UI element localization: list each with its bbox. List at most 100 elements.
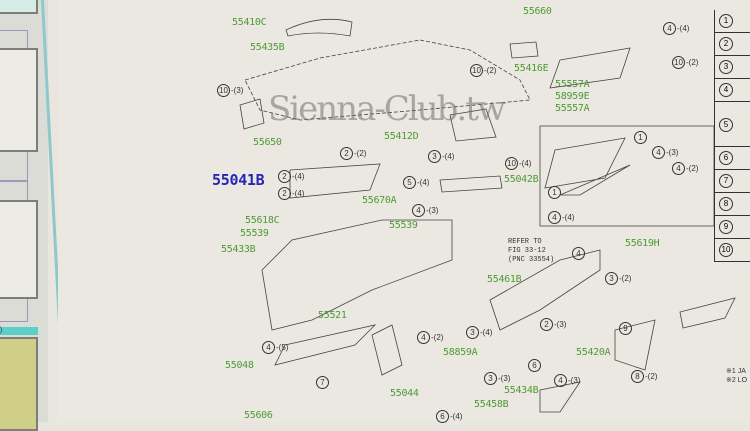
ref-number: 5 <box>719 118 733 132</box>
refer-line: FIG 33-12 <box>508 247 546 255</box>
callout-number: 3 <box>428 150 441 163</box>
callout-qty: -(3) <box>666 148 679 157</box>
callout: 4-(4) <box>548 211 574 224</box>
ref-number: 4 <box>719 83 733 97</box>
callout-qty: -(3) <box>554 320 567 329</box>
dashboard-outline <box>244 39 531 121</box>
thumbnail-4-header: 2) <box>0 327 38 335</box>
callout: 5-(4) <box>403 176 429 189</box>
part-label[interactable]: 55042B <box>504 174 539 185</box>
callout-number: 4 <box>572 247 585 260</box>
thumbnail-sidebar: 2) <box>0 0 48 431</box>
callout: 2-(4) <box>278 170 304 183</box>
callout-number: 3 <box>605 272 618 285</box>
callout-qty: -(3) <box>498 374 511 383</box>
part-label[interactable]: 58859A <box>443 347 478 358</box>
diagram-drawing <box>239 18 736 413</box>
part-label[interactable]: 55433B <box>221 244 256 255</box>
part-label[interactable]: 55412D <box>384 131 419 142</box>
callout: 3-(4) <box>466 326 492 339</box>
thumbnail-1[interactable] <box>0 0 38 14</box>
callout-number: 2 <box>540 318 553 331</box>
part-label[interactable]: 55434B <box>504 385 539 396</box>
callout-qty: -(4) <box>442 152 455 161</box>
part-label[interactable]: 55539 <box>240 228 269 239</box>
ref-row: 3 <box>715 56 750 79</box>
callout: 4-(3) <box>412 204 438 217</box>
thumbnail-3[interactable] <box>0 200 38 299</box>
part-label[interactable]: 55416E <box>514 63 549 74</box>
refer-line: (PNC 33554) <box>508 256 555 264</box>
ref-number: 8 <box>719 197 733 211</box>
part-label[interactable]: 55660 <box>523 6 552 17</box>
ref-row: 8 <box>715 193 750 216</box>
part-label[interactable]: 55461B <box>487 274 522 285</box>
parts-diagram <box>58 0 750 422</box>
callout: 9 <box>619 322 633 335</box>
callout-number: 5 <box>403 176 416 189</box>
watermark: Sienna-Club.tw <box>268 89 506 129</box>
part-label[interactable]: 55670A <box>362 195 397 206</box>
callout: 3-(4) <box>428 150 454 163</box>
panel-55044 <box>371 324 403 376</box>
callout-qty: -(4) <box>417 178 430 187</box>
callout-number: 4 <box>417 331 430 344</box>
footnotes: ※1 JA ※2 LO <box>726 367 747 385</box>
right-upper-trim <box>549 47 631 89</box>
callout-number: 1 <box>634 131 647 144</box>
callout: 10-(3) <box>217 84 243 97</box>
ref-row: 1 <box>715 10 750 33</box>
callout: 6-(4) <box>436 410 462 423</box>
console-right <box>489 249 601 331</box>
callout-number: 7 <box>316 376 329 389</box>
thumbnail-4[interactable] <box>0 337 38 431</box>
part-label[interactable]: 55048 <box>225 360 254 371</box>
vent-center <box>439 175 503 193</box>
part-label[interactable]: 55420A <box>576 347 611 358</box>
part-label[interactable]: 55557A <box>555 103 590 114</box>
callout-number: 6 <box>528 359 541 372</box>
ref-number: 7 <box>719 174 733 188</box>
callout-qty: -(4) <box>292 189 305 198</box>
instrument-cluster-shape <box>285 18 353 37</box>
part-label[interactable]: 55458B <box>474 399 509 410</box>
part-label[interactable]: 55521 <box>318 310 347 321</box>
lower-trim-right <box>544 137 631 196</box>
callout-number: 9 <box>619 322 632 335</box>
callout-qty: -(2) <box>354 149 367 158</box>
callout: 10-(2) <box>672 56 698 69</box>
thumbnail-2[interactable] <box>0 48 38 152</box>
part-label[interactable]: 55618C <box>245 215 280 226</box>
ref-row: 5 <box>715 102 750 147</box>
part-label[interactable]: 55619H <box>625 238 660 249</box>
callout: 1 <box>634 131 648 144</box>
callout: 4-(3) <box>554 374 580 387</box>
center-frame <box>261 219 453 331</box>
ref-row: 10 <box>715 239 750 262</box>
callout-qty: -(2) <box>431 333 444 342</box>
callout: 10-(2) <box>470 64 496 77</box>
part-label[interactable]: 55650 <box>253 137 282 148</box>
part-label[interactable]: 55539 <box>389 220 418 231</box>
callout-number: 1 <box>548 186 561 199</box>
part-label[interactable]: 55557A <box>555 79 590 90</box>
callout-number: 4 <box>412 204 425 217</box>
callout-number: 10 <box>505 157 518 170</box>
callout: 8-(2) <box>631 370 657 383</box>
callout-qty: -(4) <box>562 213 575 222</box>
vent-right <box>509 41 539 59</box>
part-label[interactable]: 55044 <box>390 388 419 399</box>
callout: 4-(3) <box>652 146 678 159</box>
part-label[interactable]: 55435B <box>250 42 285 53</box>
selected-part-label[interactable]: 55041B <box>212 171 265 189</box>
part-label[interactable]: 55606 <box>244 410 273 421</box>
ref-number: 2 <box>719 37 733 51</box>
callout: 4 <box>572 247 586 260</box>
part-label[interactable]: 58959E <box>555 91 590 102</box>
ref-number: 1 <box>719 14 733 28</box>
footnote: ※1 JA <box>726 368 746 375</box>
callout-qty: -(2) <box>686 58 699 67</box>
callout-qty: -(2) <box>645 372 658 381</box>
part-label[interactable]: 55410C <box>232 17 267 28</box>
refer-line: REFER TO <box>508 238 542 246</box>
